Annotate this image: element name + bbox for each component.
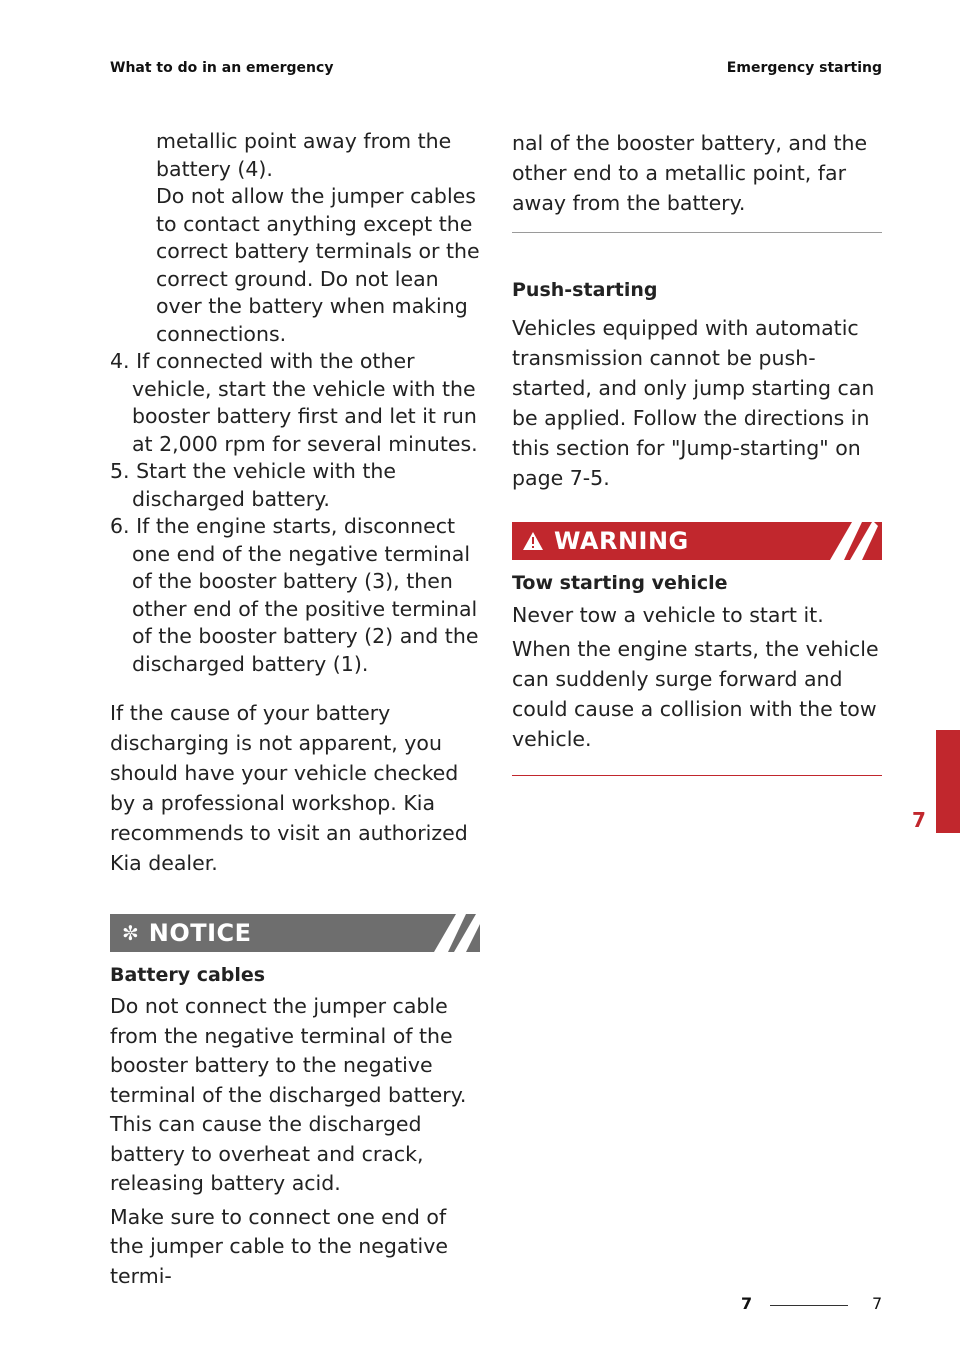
warning-end-rule [512,775,882,776]
footer-divider [770,1305,848,1306]
warning-paragraph-2: When the engine starts, the vehicle can … [512,637,879,751]
warning-paragraph-1: Never tow a vehicle to start it. [512,603,824,627]
warning-title: Tow starting vehicle [512,572,728,594]
notice-title: Battery cables [110,964,266,986]
diagonal-stripes-icon [830,522,878,560]
right-column: nal of the booster battery, and the othe… [512,128,882,776]
running-header-chapter: What to do in an emergency [110,60,334,76]
warning-triangle-icon [523,532,543,550]
notice-paragraph-2: Make sure to connect one end of the jump… [110,1204,448,1288]
left-column: metallic point away from the battery (4)… [110,128,480,1291]
notice-asterisk-icon: ✼ [122,921,139,945]
section-divider [512,232,882,233]
steps-list: 4. If connected with the other vehicle, … [110,348,480,678]
diagonal-stripes-icon [434,914,480,952]
battery-cause-paragraph: If the cause of your battery discharging… [110,701,468,875]
continued-caution-text: Do not allow the jumper cables to contac… [156,184,480,346]
warning-label: WARNING [554,527,689,555]
push-starting-heading: Push-starting [512,279,658,301]
warning-banner: WARNING [512,522,882,560]
continued-text-line: metallic point away from the battery (4)… [156,129,452,181]
footer-chapter-number: 7 [741,1294,753,1313]
step-6: 6. If the engine starts, disconnect one … [110,514,479,676]
notice-label: NOTICE [148,919,252,947]
push-starting-text: Vehicles equipped with automatic transmi… [512,316,875,490]
running-header-section: Emergency starting [726,60,882,76]
step-4: 4. If connected with the other vehicle, … [110,349,478,456]
chapter-side-tab [936,730,960,833]
continued-notice-text: nal of the booster battery, and the othe… [512,131,868,215]
chapter-side-number: 7 [912,808,926,832]
step-5: 5. Start the vehicle with the discharged… [110,459,397,511]
footer-page-number: 7 [872,1294,883,1313]
continued-step-text: metallic point away from the battery (4)… [110,128,480,348]
notice-banner: ✼ NOTICE [110,914,480,952]
notice-paragraph-1: Do not connect the jumper cable from the… [110,994,467,1195]
